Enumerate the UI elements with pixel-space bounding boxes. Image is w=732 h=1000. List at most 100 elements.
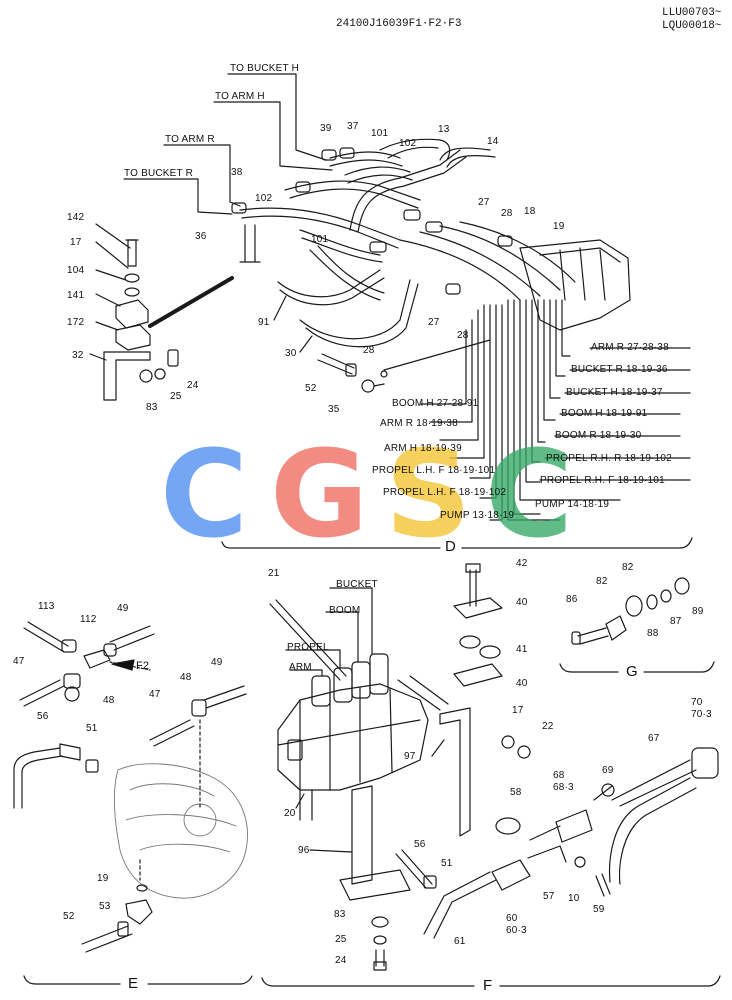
part-37: 37 [347, 121, 359, 132]
section-e-label: E [128, 975, 139, 992]
part-69: 69 [602, 765, 614, 776]
part-22: 22 [542, 721, 554, 732]
section-d-label: D [445, 538, 456, 555]
part-19: 19 [553, 221, 565, 232]
part-13: 13 [438, 124, 450, 135]
valve-label-boom: BOOM [329, 605, 361, 616]
watermark-letter-c2: C [485, 426, 574, 565]
section-f-label: F [483, 977, 493, 994]
part-18: 18 [524, 206, 536, 217]
legend-propel-rh-r: PROPEL R.H. R 18·19·102 [546, 453, 672, 464]
part-102b: 102 [255, 193, 273, 204]
part-141: 141 [67, 290, 85, 301]
watermark-letter-c1: C [160, 426, 249, 565]
part-53: 53 [99, 901, 111, 912]
section-f2-reference: F2 [136, 660, 150, 672]
legend-propel-rh-f: PROPEL R.H. F 18·19·101 [540, 475, 665, 486]
legend-boom-h-right: BOOM H 18·19·91 [561, 408, 648, 419]
part-56: 56 [414, 839, 426, 850]
legend-pump-13: PUMP 13·18·19 [440, 510, 515, 521]
part-35: 35 [328, 404, 340, 415]
part-39: 39 [320, 123, 332, 134]
part-60: 60 [506, 913, 518, 924]
legend-boom-h-left: BOOM H 27·28·91 [392, 398, 479, 409]
section-g-label: G [626, 663, 638, 680]
part-40: 40 [516, 597, 528, 608]
to-arm-h-label: TO ARM H [215, 91, 265, 102]
part-52: 52 [305, 383, 317, 394]
part-101b: 101 [311, 234, 329, 245]
drawing-number: 24100J16039F1·F2·F3 [336, 18, 462, 30]
part-83: 83 [146, 402, 158, 413]
part-49: 49 [117, 603, 129, 614]
to-bucket-h-label: TO BUCKET H [230, 63, 300, 74]
part-60-3: 60·3 [506, 925, 527, 936]
part-172: 172 [67, 317, 85, 328]
part-20: 20 [284, 808, 296, 819]
part-82b: 82 [622, 562, 634, 573]
part-102: 102 [399, 138, 417, 149]
legend-arm-r-left: ARM R 18·19·38 [380, 418, 458, 429]
legend-boom-r: BOOM R 18·19·30 [555, 430, 642, 441]
part-83: 83 [334, 909, 346, 920]
part-48: 48 [103, 695, 115, 706]
legend-propel-f1: PROPEL L.H. F 18·19·101 [372, 465, 496, 476]
part-14: 14 [487, 136, 499, 147]
part-47b: 47 [149, 689, 161, 700]
part-49b: 49 [211, 657, 223, 668]
part-91: 91 [258, 317, 270, 328]
legend-pump-14: PUMP 14·18·19 [535, 499, 610, 510]
part-68: 68 [553, 770, 565, 781]
part-30: 30 [285, 348, 297, 359]
legend-bucket-h: BUCKET H 18·19·37 [566, 387, 663, 398]
part-58: 58 [510, 787, 522, 798]
part-27: 27 [478, 197, 490, 208]
watermark-letter-g: G [270, 426, 369, 565]
part-113: 113 [38, 601, 55, 612]
part-42: 42 [516, 558, 528, 569]
part-24: 24 [187, 380, 199, 391]
part-19: 19 [97, 873, 109, 884]
part-89: 89 [692, 606, 704, 617]
part-86: 86 [566, 594, 578, 605]
part-25: 25 [335, 934, 347, 945]
part-97: 97 [404, 751, 416, 762]
part-32: 32 [72, 350, 84, 361]
part-67: 67 [648, 733, 660, 744]
to-arm-r-label: TO ARM R [165, 134, 215, 145]
part-38: 38 [231, 167, 243, 178]
part-52: 52 [63, 911, 75, 922]
serial-range-1: LLU00703~ [662, 7, 722, 19]
part-70-3: 70·3 [691, 709, 712, 720]
part-88: 88 [647, 628, 659, 639]
part-21: 21 [268, 568, 280, 579]
valve-label-arm: ARM [289, 662, 312, 673]
part-47: 47 [13, 656, 25, 667]
valve-label-bucket: BUCKET [336, 579, 378, 590]
legend-bucket-r: BUCKET R 18·19·36 [571, 364, 668, 375]
part-61: 61 [454, 936, 466, 947]
part-101: 101 [371, 128, 389, 139]
part-112: 112 [80, 614, 97, 625]
part-59: 59 [593, 904, 605, 915]
legend-arm-h-left: ARM H 18·19·39 [384, 443, 462, 454]
part-48b: 48 [180, 672, 192, 683]
part-40b: 40 [516, 678, 528, 689]
part-27b: 27 [428, 317, 440, 328]
legend-arm-r: ARM R 27·28·38 [591, 342, 669, 353]
part-51: 51 [86, 723, 98, 734]
part-41: 41 [516, 644, 528, 655]
part-56: 56 [37, 711, 49, 722]
valve-label-propel: PROPEL [287, 642, 329, 653]
watermark-letter-s: S [385, 426, 472, 565]
part-28b: 28 [363, 345, 375, 356]
legend-propel-f2: PROPEL L.H. F 18·19·102 [383, 487, 507, 498]
part-28c: 28 [457, 330, 469, 341]
part-51: 51 [441, 858, 453, 869]
part-142: 142 [67, 212, 85, 223]
part-68-3: 68·3 [553, 782, 574, 793]
part-96: 96 [298, 845, 310, 856]
part-17: 17 [70, 237, 82, 248]
part-87: 87 [670, 616, 682, 627]
